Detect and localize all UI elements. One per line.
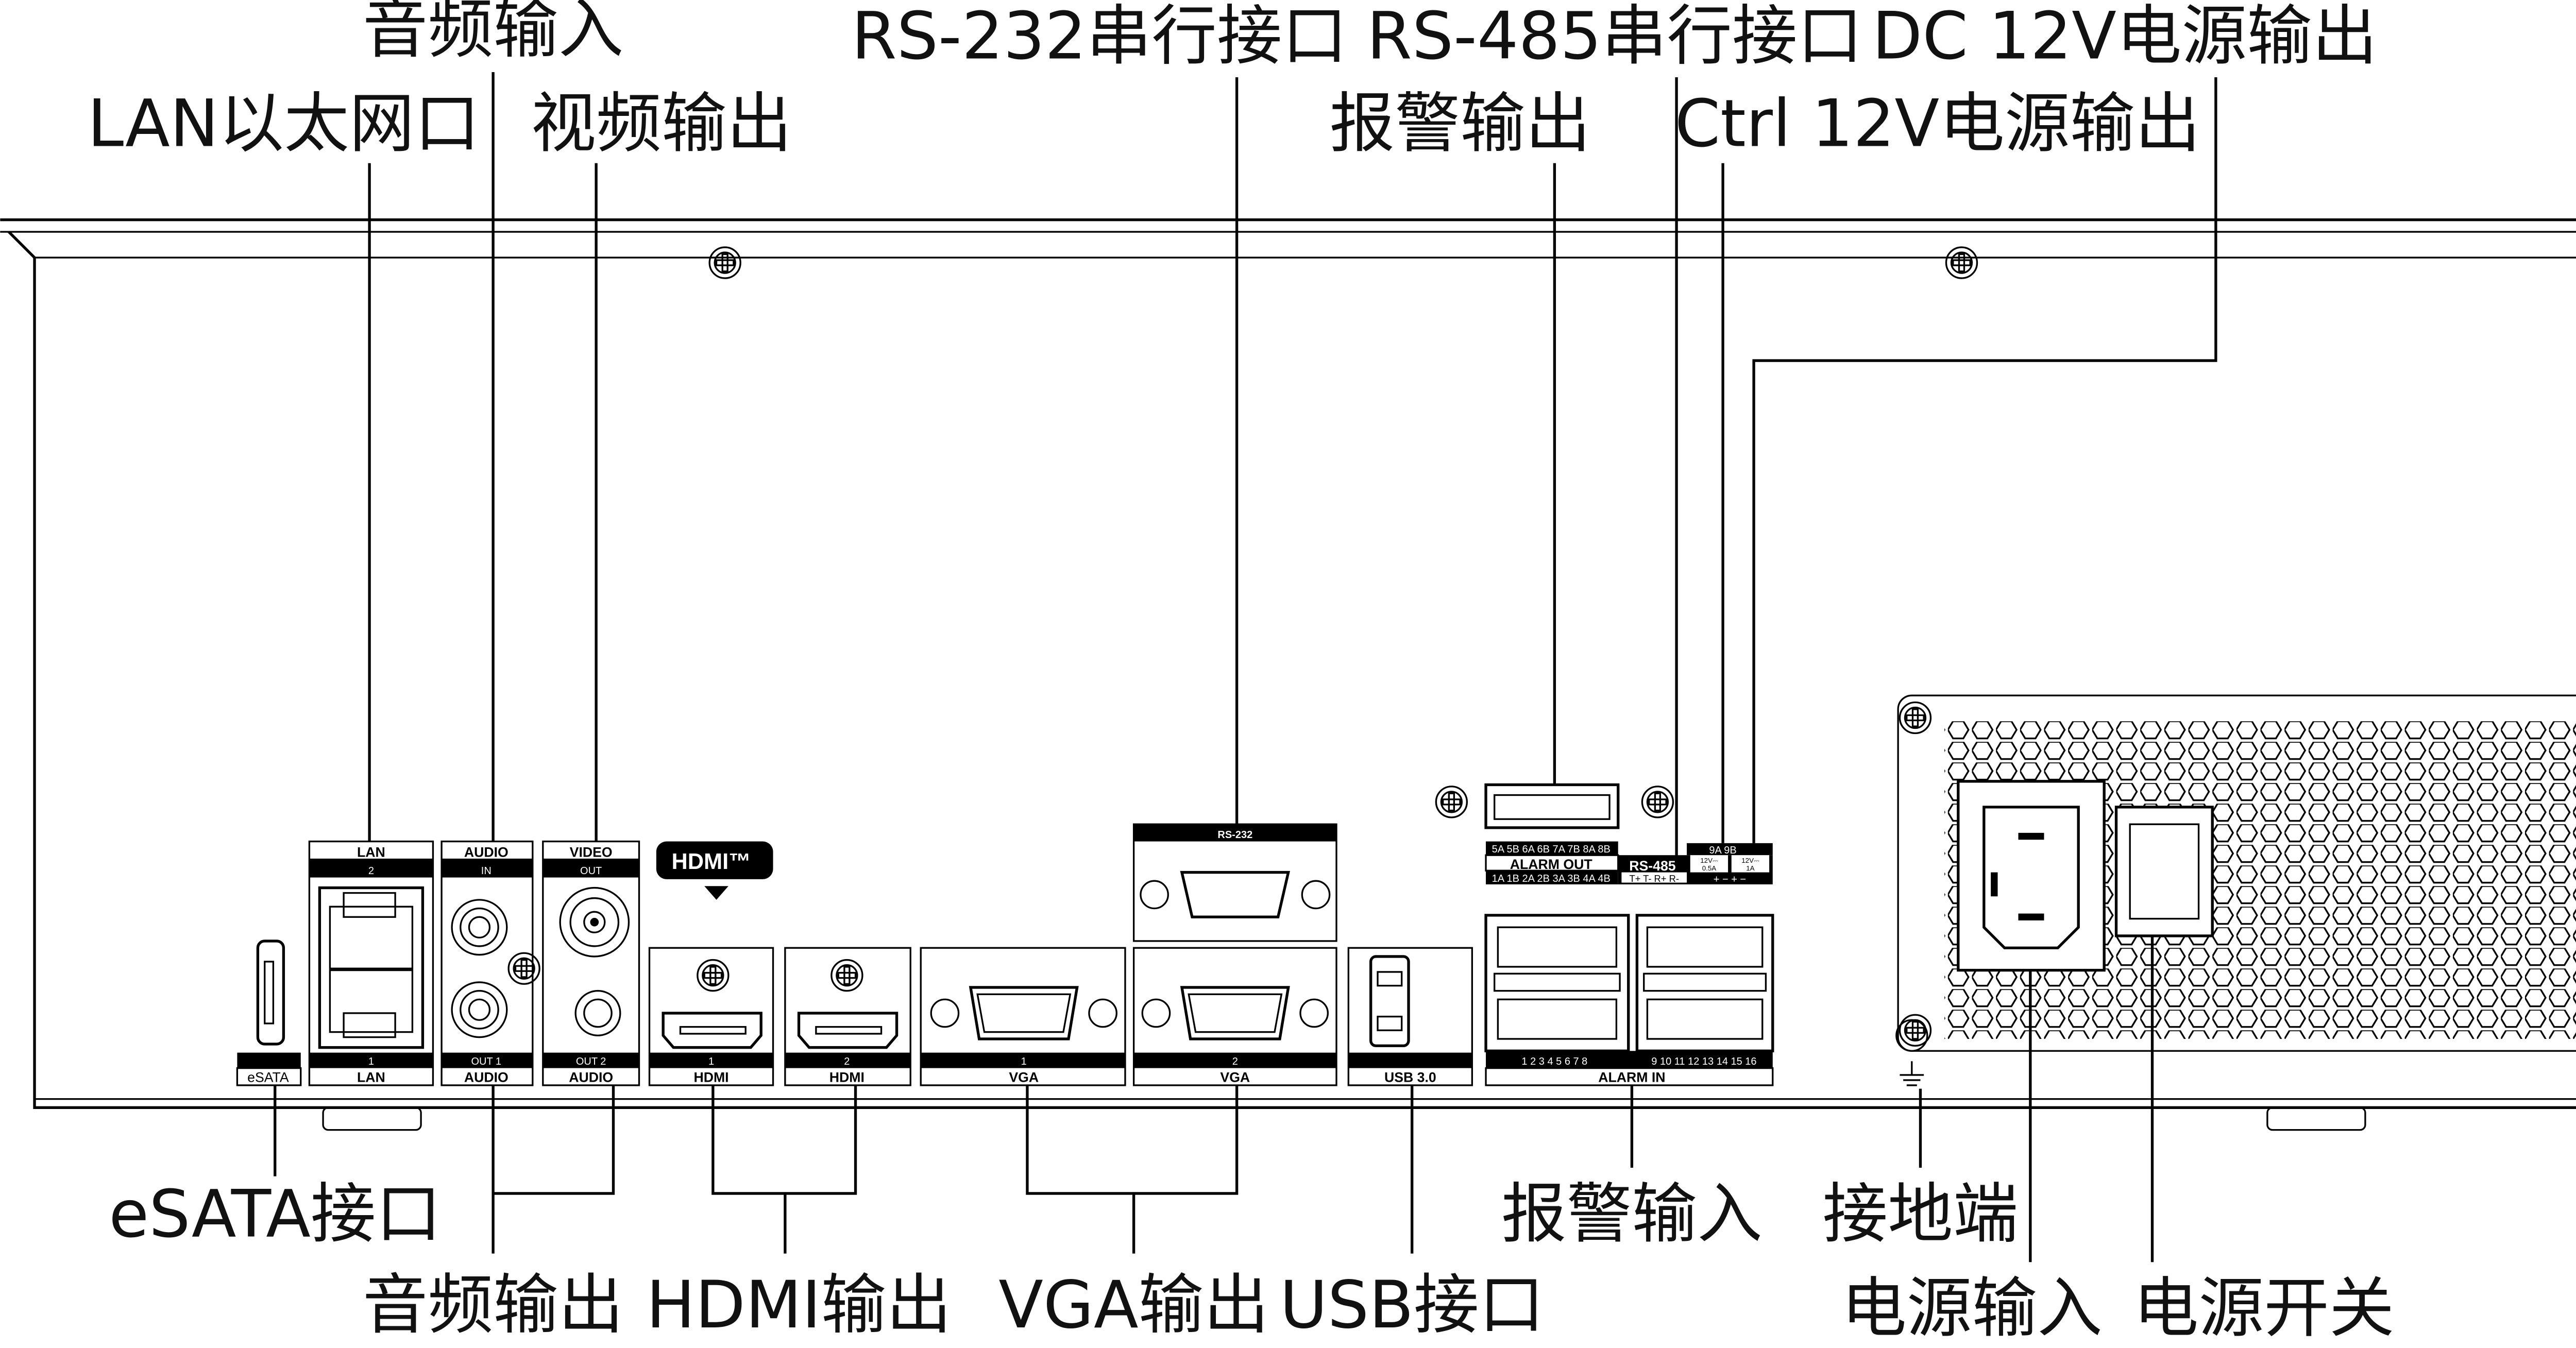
- terminal-label-strip: 5A 5B 6A 6B 7A 7B 8A 8B ALARM OUT 1A 1B …: [1485, 841, 1773, 885]
- hdmi1-label: HDMI: [693, 1069, 728, 1085]
- leader-lines: [274, 72, 2217, 1262]
- callout-rs485: RS-485串行接口: [1367, 0, 1863, 74]
- esata-label: eSATA: [247, 1069, 289, 1085]
- callout-esata: eSATA接口: [109, 1175, 441, 1252]
- power-inlet[interactable]: [1957, 780, 2106, 972]
- video-out-label: OUT: [580, 865, 602, 877]
- rs485-label: RS-485: [1629, 858, 1676, 874]
- vga2-label: VGA: [1220, 1069, 1250, 1085]
- lan-ports[interactable]: LAN 2 1 LAN: [308, 840, 434, 1086]
- callout-rs232: RS-232串行接口: [852, 0, 1348, 74]
- audio-in-label: IN: [481, 865, 492, 877]
- callout-hdmi-out: HDMI输出: [646, 1267, 952, 1343]
- lan-label-bottom: LAN: [357, 1069, 385, 1085]
- callout-usb: USB接口: [1280, 1267, 1544, 1343]
- esata-port[interactable]: eSATA: [236, 940, 302, 1086]
- power-05a-amp: 0.5A: [1702, 864, 1717, 872]
- ground-terminal[interactable]: [1895, 1019, 1928, 1086]
- screw-icon: [1899, 701, 1932, 735]
- audio-out2-label: OUT 2: [576, 1056, 606, 1067]
- hdmi2-num: 2: [844, 1056, 850, 1067]
- vga-port-2[interactable]: 2 VGA: [1132, 947, 1337, 1086]
- hdmi1-num: 1: [708, 1056, 714, 1067]
- vga1-label: VGA: [1009, 1069, 1039, 1085]
- alarm-out-label: ALARM OUT: [1510, 857, 1592, 872]
- rj45-port-1: [329, 969, 414, 1033]
- rj45-port-2: [329, 906, 414, 969]
- screw-icon: [697, 959, 730, 992]
- screw-icon: [1435, 786, 1468, 818]
- callout-video-out: 视频输出: [531, 85, 792, 161]
- usb-ports[interactable]: USB 3.0: [1347, 947, 1473, 1086]
- alarm-in-nums-1: 1 2 3 4 5 6 7 8: [1521, 1056, 1587, 1067]
- hdmi-port-1[interactable]: 1 HDMI: [648, 947, 774, 1086]
- power-05a-volt: 12V⎓: [1700, 857, 1718, 864]
- alarm-out-terminal[interactable]: [1435, 783, 1674, 829]
- lan-label: LAN: [357, 845, 385, 860]
- lan-1-label: 1: [368, 1056, 374, 1067]
- hdmi-logo: HDMI™: [656, 841, 773, 900]
- vga2-num: 2: [1232, 1056, 1238, 1067]
- callout-audio-out: 音频输出: [363, 1267, 624, 1343]
- video-label: VIDEO: [570, 845, 613, 860]
- power-pins: + − + −: [1714, 874, 1746, 885]
- foot-left: [322, 1106, 422, 1131]
- callout-audio-in: 音频输入: [363, 0, 624, 67]
- callout-alarm-in: 报警输入: [1501, 1175, 1762, 1252]
- lan-2-label: 2: [368, 865, 374, 877]
- vga1-num: 1: [1021, 1056, 1027, 1067]
- ground-icon: [1900, 1061, 1924, 1086]
- foot-right: [2266, 1106, 2366, 1131]
- callout-dc12v: DC 12V电源输出: [1872, 0, 2378, 74]
- screw-icon: [1641, 786, 1674, 818]
- screw-icon: [831, 959, 863, 992]
- video-ports[interactable]: VIDEO OUT OUT 2 AUDIO: [542, 840, 640, 1086]
- callout-vga-out: VGA输出: [998, 1267, 1269, 1343]
- audio-label-bottom: AUDIO: [464, 1069, 509, 1085]
- power-switch[interactable]: [2114, 806, 2214, 937]
- rs485-pins: T+ T- R+ R-: [1630, 873, 1679, 884]
- power-9ab-label: 9A 9B: [1709, 845, 1736, 856]
- svg-text:HDMI™: HDMI™: [671, 849, 751, 874]
- hdmi-port-2[interactable]: 2 HDMI: [784, 947, 911, 1086]
- triangle-down-icon: [704, 886, 728, 900]
- power-1a-volt: 12V⎓: [1741, 857, 1759, 864]
- usb-label: USB 3.0: [1384, 1069, 1436, 1085]
- callout-power-switch: 电源开关: [2133, 1270, 2395, 1346]
- chassis: [0, 218, 2576, 1131]
- audio-ports[interactable]: AUDIO IN OUT 1 AUDIO: [440, 840, 540, 1086]
- alarm-in-terminals[interactable]: 1 2 3 4 5 6 7 8 9 10 11 12 13 14 15 16 A…: [1484, 914, 1774, 1086]
- screw-icon: [1945, 246, 1978, 279]
- vga-port-1[interactable]: 1 VGA: [920, 947, 1126, 1086]
- alarm-in-label: ALARM IN: [1598, 1069, 1665, 1085]
- callout-power-in: 电源输入: [1841, 1270, 2103, 1346]
- alarm-out-top-pins: 5A 5B 6A 6B 7A 7B 8A 8B: [1492, 844, 1611, 855]
- screw-icon: [708, 246, 741, 279]
- alarm-out-bottom-pins: 1A 1B 2A 2B 3A 3B 4A 4B: [1492, 873, 1611, 884]
- audio-out1-label: OUT 1: [471, 1056, 502, 1067]
- power-1a-amp: 1A: [1746, 864, 1754, 872]
- audio2-label-bottom: AUDIO: [569, 1069, 613, 1085]
- callout-alarm-out: 报警输出: [1330, 85, 1591, 161]
- callout-lan: LAN以太网口: [88, 85, 480, 161]
- audio-label: AUDIO: [464, 845, 509, 860]
- callout-ctrl12v: Ctrl 12V电源输出: [1675, 85, 2200, 161]
- rs232-port[interactable]: RS-232: [1132, 823, 1337, 942]
- hdmi2-label: HDMI: [829, 1069, 865, 1085]
- rs232-label: RS-232: [1217, 829, 1252, 841]
- screw-icon: [507, 952, 540, 985]
- alarm-in-nums-2: 9 10 11 12 13 14 15 16: [1651, 1056, 1756, 1067]
- callout-ground: 接地端: [1822, 1175, 2018, 1252]
